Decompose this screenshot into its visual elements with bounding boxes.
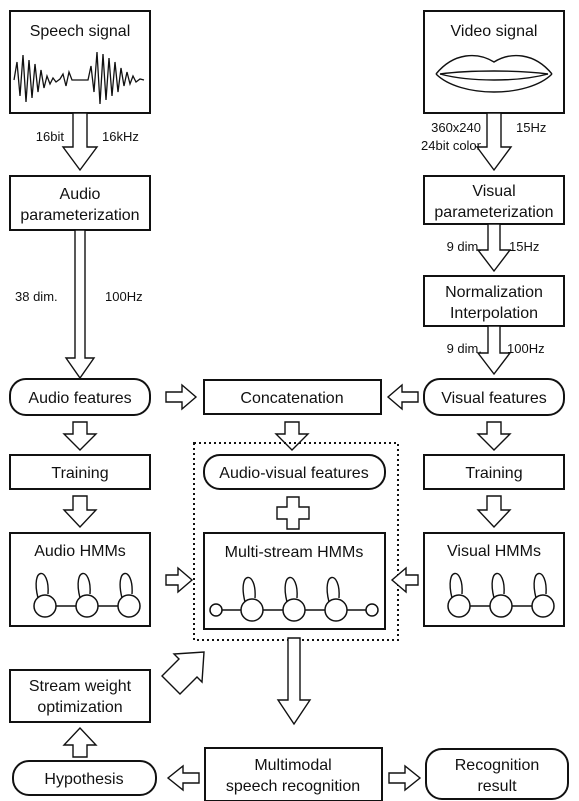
visual-dim-label: 9 dim.: [447, 239, 482, 254]
visual-features-label: Visual features: [441, 390, 547, 407]
recognition-label-line2: result: [477, 778, 517, 795]
arrow-video-to-visual-param: [475, 112, 513, 172]
speech-bits-label: 16bit: [36, 129, 65, 144]
arrow-training-to-visual-hmms: [476, 495, 512, 529]
norm-label-line2: Interpolation: [450, 305, 538, 322]
audio-parameterization-box: Audio parameterization: [9, 175, 151, 231]
audio-dim-label: 38 dim.: [15, 289, 58, 304]
arrow-speech-to-audio-param: [61, 112, 99, 172]
multimodal-recognition-box: Multimodal speech recognition: [204, 747, 383, 801]
audio-param-label-line1: Audio: [60, 186, 101, 203]
stream-weight-box: Stream weight optimization: [9, 669, 151, 723]
arrow-training-to-audio-hmms: [62, 495, 98, 529]
training-visual-box: Training: [423, 454, 565, 490]
normalization-box: Normalization Interpolation: [423, 275, 565, 327]
multistream-hmms-label: Multi-stream HMMs: [225, 544, 364, 561]
arrow-visual-hmms-to-multistream: [390, 566, 419, 594]
arrow-visual-param-to-norm: [476, 223, 512, 273]
arrow-stream-weight-to-multistream: [161, 651, 205, 695]
visual-hmms-label: Visual HMMs: [447, 543, 541, 560]
multistream-hmms-box: Multi-stream HMMs: [203, 532, 386, 630]
speech-rate-label: 16kHz: [102, 129, 139, 144]
audio-hmms-label: Audio HMMs: [34, 543, 126, 560]
video-res-label: 360x240: [431, 120, 481, 135]
visual-param-label-line1: Visual: [472, 183, 515, 200]
visual-rate-label: 15Hz: [509, 239, 539, 254]
audio-hmm-states-icon: [33, 572, 141, 618]
speech-waveform-icon: [13, 51, 145, 105]
training-audio-label: Training: [51, 465, 108, 482]
arrow-norm-to-visual-features: [476, 325, 512, 376]
training-audio-box: Training: [9, 454, 151, 490]
norm-label-line1: Normalization: [445, 284, 543, 301]
stream-weight-label-line2: optimization: [37, 699, 122, 716]
av-features-label: Audio-visual features: [219, 465, 368, 482]
hypothesis-label: Hypothesis: [44, 771, 123, 788]
norm-dim-label: 9 dim.: [447, 341, 482, 356]
audio-features-label: Audio features: [28, 390, 131, 407]
arrow-concat-to-av-features: [274, 421, 310, 451]
visual-param-label-line2: parameterization: [434, 204, 553, 221]
multimodal-label-line2: speech recognition: [226, 778, 360, 795]
concatenation-label: Concatenation: [240, 390, 343, 407]
arrow-hypothesis-to-stream-weight: [62, 726, 98, 758]
arrow-audio-features-to-training: [62, 421, 98, 451]
audio-param-label-line2: parameterization: [20, 207, 139, 224]
arrow-multistream-to-recognition: [276, 637, 312, 726]
concatenation-box: Concatenation: [203, 379, 382, 415]
recognition-label-line1: Recognition: [455, 757, 540, 774]
video-color-label: 24bit color: [421, 138, 482, 153]
plus-icon: [276, 496, 310, 530]
video-rate-label: 15Hz: [516, 120, 546, 135]
arrow-audio-param-to-features: [64, 229, 96, 380]
audio-rate-label: 100Hz: [105, 289, 143, 304]
recognition-result-box: Recognition result: [425, 748, 569, 800]
visual-features-box: Visual features: [423, 378, 565, 416]
arrow-audio-hmms-to-multistream: [165, 566, 194, 594]
training-visual-label: Training: [465, 465, 522, 482]
multistream-hmm-states-icon: [209, 576, 379, 622]
visual-parameterization-box: Visual parameterization: [423, 175, 565, 225]
hypothesis-box: Hypothesis: [12, 760, 157, 796]
multistream-group-frame: [193, 442, 399, 641]
speech-signal-box: Speech signal: [9, 10, 151, 114]
visual-hmm-states-icon: [447, 572, 555, 618]
speech-signal-label: Speech signal: [30, 23, 131, 40]
audio-features-box: Audio features: [9, 378, 151, 416]
video-signal-label: Video signal: [451, 23, 538, 40]
arrow-audio-features-to-concat: [165, 383, 198, 411]
video-signal-box: Video signal: [423, 10, 565, 114]
norm-rate-label: 100Hz: [507, 341, 545, 356]
multimodal-label-line1: Multimodal: [254, 757, 331, 774]
av-features-box: Audio-visual features: [203, 454, 386, 490]
stream-weight-label-line1: Stream weight: [29, 678, 132, 695]
lips-icon: [435, 54, 553, 93]
arrow-recognition-to-result: [388, 764, 422, 792]
audio-hmms-box: Audio HMMs: [9, 532, 151, 627]
arrow-visual-features-to-concat: [386, 383, 419, 411]
arrow-visual-features-to-training: [476, 421, 512, 451]
arrow-recognition-to-hypothesis: [166, 764, 200, 792]
visual-hmms-box: Visual HMMs: [423, 532, 565, 627]
